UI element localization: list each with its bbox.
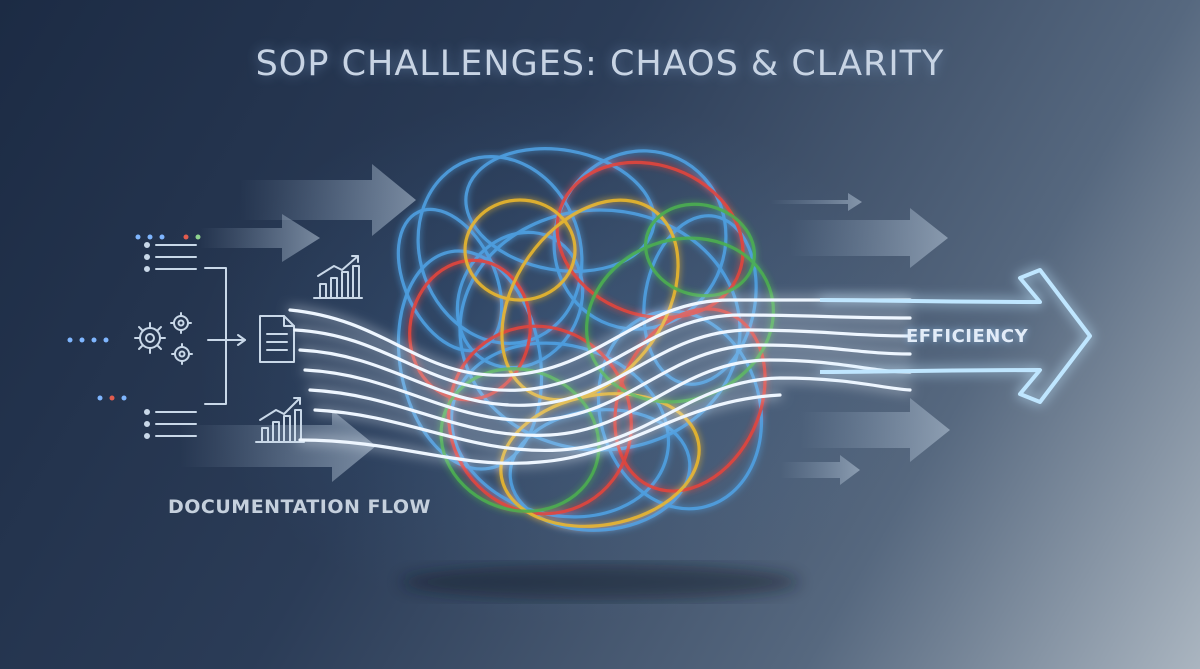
bracket-icon [204, 267, 227, 405]
ghost-arrow-icon [770, 193, 862, 211]
list-icon [144, 409, 197, 439]
ghost-arrow-icon [800, 398, 950, 462]
documentation-flow-label: DOCUMENTATION FLOW [168, 496, 432, 518]
tangle-icon [396, 147, 775, 532]
clarity-flow-lines [288, 298, 912, 465]
efficiency-arrow-icon [819, 268, 1092, 404]
ghost-arrow-icon [790, 208, 948, 268]
ghost-arrow-icon [180, 410, 376, 482]
bar-chart-icon [313, 255, 363, 299]
page-title: SOP CHALLENGES: CHAOS & CLARITY [255, 44, 945, 84]
efficiency-label: EFFICIENCY [906, 326, 1029, 347]
gears-icon [134, 312, 193, 365]
incoming-ghost-arrows [180, 164, 416, 482]
tangle-shadow [400, 564, 800, 600]
ghost-arrow-icon [240, 164, 416, 236]
documentation-flow-icons [67, 234, 363, 443]
status-dots [67, 234, 201, 401]
ghost-arrow-icon [200, 214, 320, 262]
ghost-arrow-icon [780, 455, 860, 485]
outgoing-ghost-arrows [770, 193, 950, 485]
document-icon [259, 315, 295, 363]
list-icon [144, 242, 197, 272]
bar-chart-icon [255, 397, 305, 443]
arrow-right-icon [207, 334, 246, 346]
